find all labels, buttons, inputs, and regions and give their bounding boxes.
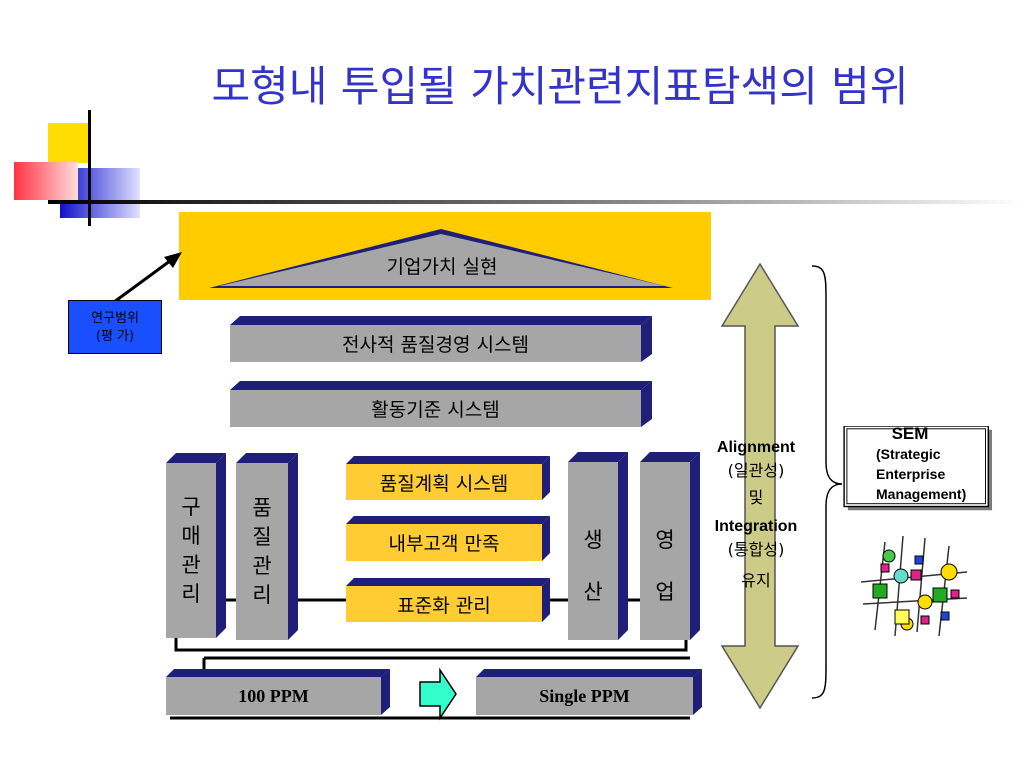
pillar-char: 리 (252, 582, 272, 607)
enterprise-quality-label: 전사적 품질경영 시스템 (342, 334, 529, 356)
quality-plan-label: 품질계획 시스템 (379, 472, 509, 495)
sem-line3: Enterprise (876, 466, 946, 482)
alignment-text: Alignment (일관성) 및 Integration (통합성) 유지 (692, 436, 820, 592)
roof-label: 기업가치 실현 (386, 255, 498, 278)
research-scope-box: 연구범위 (평 가) (68, 300, 162, 354)
alignment-line5: (통합성) (727, 540, 785, 559)
research-scope-line2: (평 가) (95, 329, 135, 344)
pillar-char: 업 (655, 580, 675, 604)
foundation-single-ppm: Single PPM (539, 685, 630, 706)
pillar-char: 관 (252, 553, 272, 578)
pillar-char: 질 (252, 524, 272, 549)
alignment-line3: 및 (748, 488, 764, 507)
page-title: 모형내 투입될 가치관련지표탐색의 범위 (211, 62, 909, 111)
pillar-char: 품 (252, 495, 272, 520)
green-right-arrow (419, 667, 457, 721)
roof-triangle (209, 229, 673, 288)
pillar-sales: 영 업 (640, 462, 690, 640)
pillar-char: 구 (181, 494, 201, 519)
pillar-char: 관 (181, 552, 201, 577)
puzzle-network-icon (860, 535, 968, 637)
alignment-line6: 유지 (741, 571, 771, 590)
internal-customer-label: 내부고객 만족 (388, 533, 500, 555)
research-scope-line1: 연구범위 (91, 311, 139, 326)
double-headed-arrow (720, 262, 800, 710)
corner-squares-decoration (14, 110, 1024, 226)
sem-title: SEM (891, 424, 929, 443)
pillar-quality-mgmt: 품 질 관 리 (236, 463, 288, 640)
curly-brace (811, 265, 843, 699)
pillar-purchasing: 구 매 관 리 (166, 463, 216, 638)
activity-standard-label: 활동기준 시스템 (371, 399, 500, 421)
alignment-line1: Alignment (716, 439, 796, 456)
pillar-char: 영 (655, 528, 675, 552)
sem-box (843, 426, 993, 511)
pillar-char: 산 (583, 580, 603, 604)
standardization-label: 표준화 관리 (397, 594, 491, 617)
pillar-char: 생 (583, 528, 603, 552)
pillar-char: 리 (181, 581, 201, 606)
sem-line4: Management) (876, 486, 967, 502)
foundation-100ppm: 100 PPM (238, 685, 309, 706)
alignment-line2: (일관성) (727, 461, 785, 480)
research-pointer-arrow (113, 252, 182, 304)
sem-line2: (Strategic (876, 446, 941, 462)
alignment-line4: Integration (714, 518, 798, 535)
pillar-char: 매 (181, 523, 201, 548)
sem-text: SEM (Strategic Enterprise Management) (850, 424, 1000, 504)
pillar-production: 생 산 (568, 462, 618, 640)
